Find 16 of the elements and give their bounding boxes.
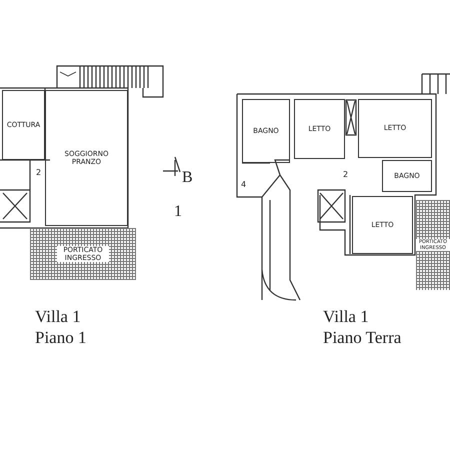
room bbox=[294, 99, 345, 159]
room bbox=[45, 90, 128, 226]
room bbox=[352, 196, 413, 254]
room bbox=[358, 99, 432, 158]
room bbox=[2, 90, 45, 160]
porch-area bbox=[30, 228, 136, 280]
plan-title: Villa 1 Piano 1 bbox=[35, 306, 88, 348]
room-number: 2 bbox=[36, 168, 42, 178]
compass-label: B bbox=[182, 168, 193, 188]
room bbox=[242, 99, 290, 163]
room bbox=[382, 160, 432, 192]
porch-area bbox=[416, 200, 450, 290]
plan-title: Villa 1 Piano Terra bbox=[323, 306, 402, 348]
room-number: 4 bbox=[241, 180, 246, 190]
room-number: 2 bbox=[343, 170, 348, 180]
plan-number: 1 bbox=[174, 202, 182, 222]
